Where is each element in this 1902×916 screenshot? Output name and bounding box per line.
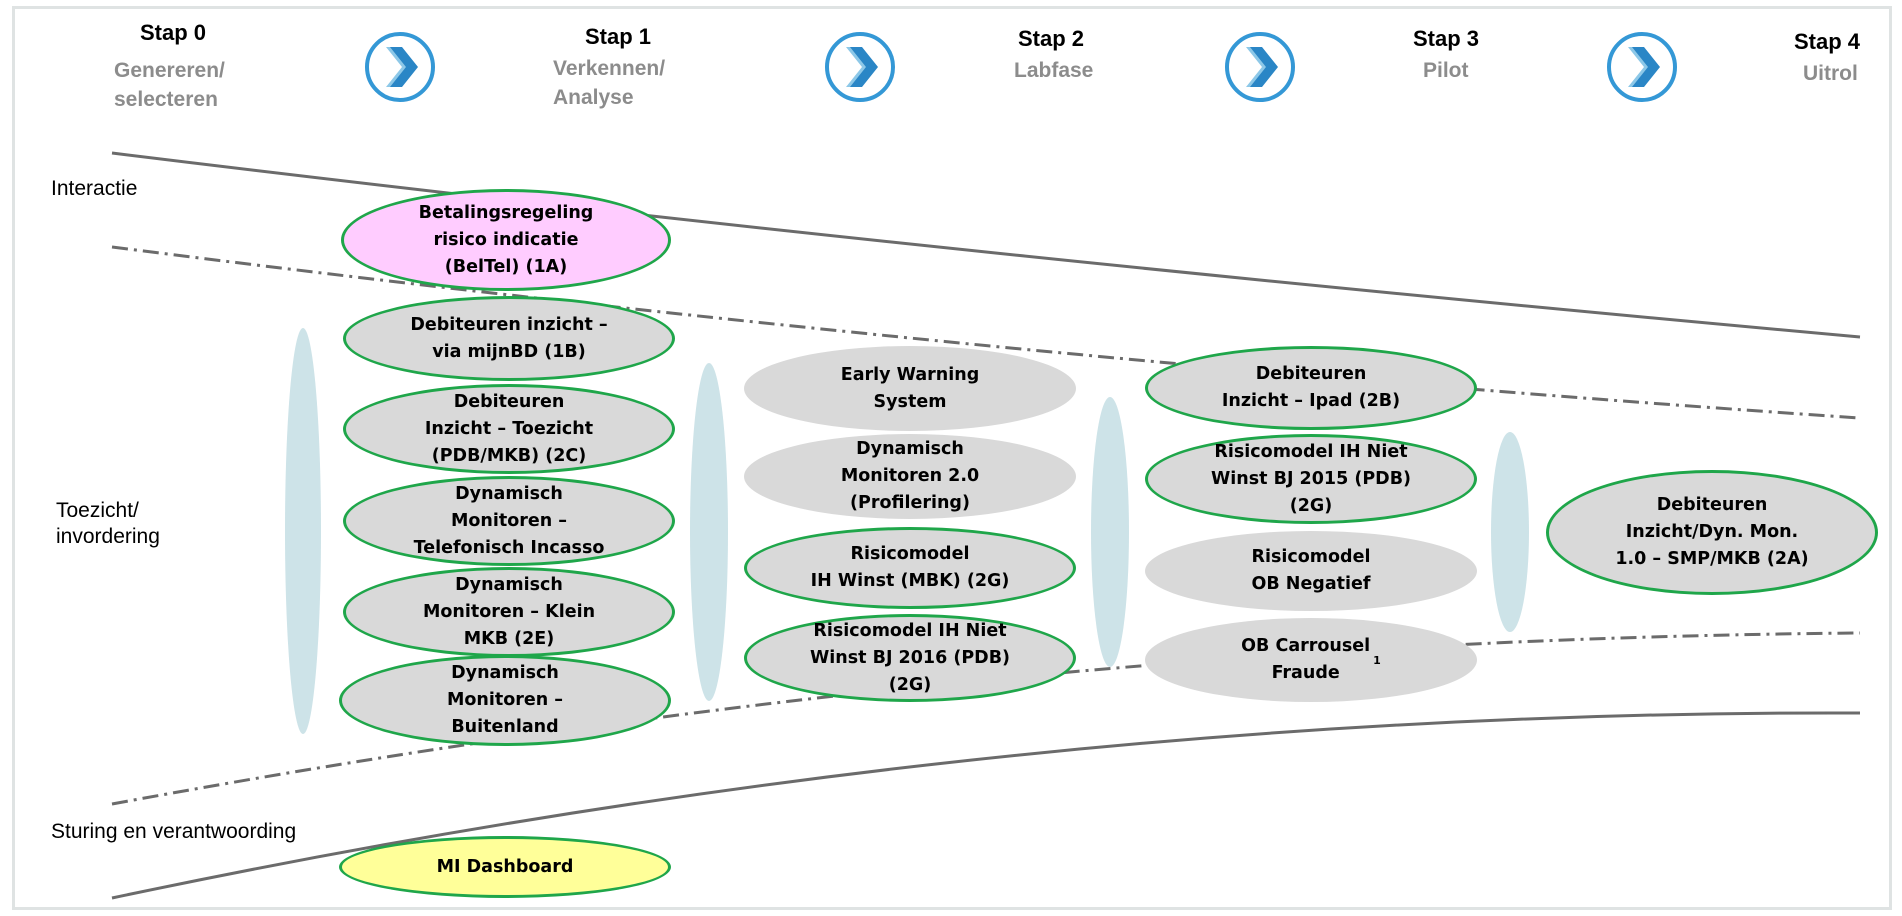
- stage-3-header: Stap 3 Pilot: [1413, 26, 1533, 85]
- funnel-inner-top-line: [111, 245, 1861, 420]
- item-risicomodel-ih-winst: Risicomodel IH Winst (MBK) (2G): [744, 527, 1076, 609]
- stage-0-header: Stap 0 Genereren/ selecteren: [114, 20, 264, 114]
- stage-subtitle: Verkennen/ Analyse: [553, 57, 666, 109]
- item-debiteuren-mijnbd: Debiteuren inzicht – via mijnBD (1B): [343, 296, 675, 381]
- zone-label-interactie: Interactie: [51, 177, 138, 200]
- ob-carrousel-label: OB Carrousel Fraude: [1241, 636, 1371, 683]
- stage-separator: [1091, 397, 1129, 667]
- item-debiteuren-ipad: Debiteuren Inzicht – Ipad (2B): [1145, 346, 1477, 430]
- funnel-top-line: [111, 151, 1861, 339]
- stage-title: Stap 1: [585, 24, 652, 49]
- stage-2-header: Stap 2 Labfase: [1014, 26, 1154, 85]
- zone-label-toezicht: Toezicht/ invordering: [56, 499, 160, 548]
- footnote-marker: 1: [1373, 653, 1381, 667]
- zone-label-sturing: Sturing en verantwoording: [51, 820, 297, 843]
- stage-title: Stap 0: [140, 20, 207, 45]
- stage-separator: [690, 363, 728, 701]
- item-risicomodel-ob-negatief: Risicomodel OB Negatief: [1145, 531, 1477, 611]
- stage-separator: [1491, 432, 1529, 632]
- item-dynamisch-klein-mkb: Dynamisch Monitoren – Klein MKB (2E): [343, 567, 675, 657]
- item-dynamisch-buitenland: Dynamisch Monitoren – Buitenland: [339, 655, 671, 746]
- chevron-right-icon: [1225, 32, 1295, 102]
- stage-separator: [285, 328, 321, 734]
- stage-subtitle: Labfase: [1014, 59, 1094, 82]
- stage-4-header: Stap 4 Uitrol: [1794, 29, 1894, 88]
- item-debiteuren-toezicht: Debiteuren Inzicht – Toezicht (PDB/MKB) …: [343, 384, 675, 474]
- diagram-frame: [12, 6, 1892, 910]
- chevron-right-icon: [825, 32, 895, 102]
- stage-subtitle: Uitrol: [1803, 62, 1858, 85]
- item-debiteuren-dyn-mon: Debiteuren Inzicht/Dyn. Mon. 1.0 – SMP/M…: [1546, 470, 1878, 595]
- item-beltel: Betalingsregeling risico indicatie (BelT…: [341, 189, 671, 291]
- item-mi-dashboard: MI Dashboard: [339, 836, 671, 898]
- item-risicomodel-niet-winst-2016: Risicomodel IH Niet Winst BJ 2016 (PDB) …: [744, 614, 1076, 702]
- chevron-right-icon: [1607, 32, 1677, 102]
- stage-subtitle: Genereren/ selecteren: [114, 59, 225, 111]
- chevron-right-icon: [365, 32, 435, 102]
- item-risicomodel-niet-winst-2015: Risicomodel IH Niet Winst BJ 2015 (PDB) …: [1145, 434, 1477, 524]
- item-early-warning: Early Warning System: [744, 346, 1076, 431]
- stage-title: Stap 3: [1413, 26, 1480, 51]
- stage-1-header: Stap 1 Verkennen/ Analyse: [553, 24, 713, 112]
- stage-subtitle: Pilot: [1423, 59, 1469, 82]
- stage-title: Stap 2: [1018, 26, 1085, 51]
- item-dynamisch-20: Dynamisch Monitoren 2.0 (Profilering): [744, 434, 1076, 519]
- stage-title: Stap 4: [1794, 29, 1861, 54]
- item-dynamisch-telefonisch: Dynamisch Monitoren – Telefonisch Incass…: [343, 476, 675, 566]
